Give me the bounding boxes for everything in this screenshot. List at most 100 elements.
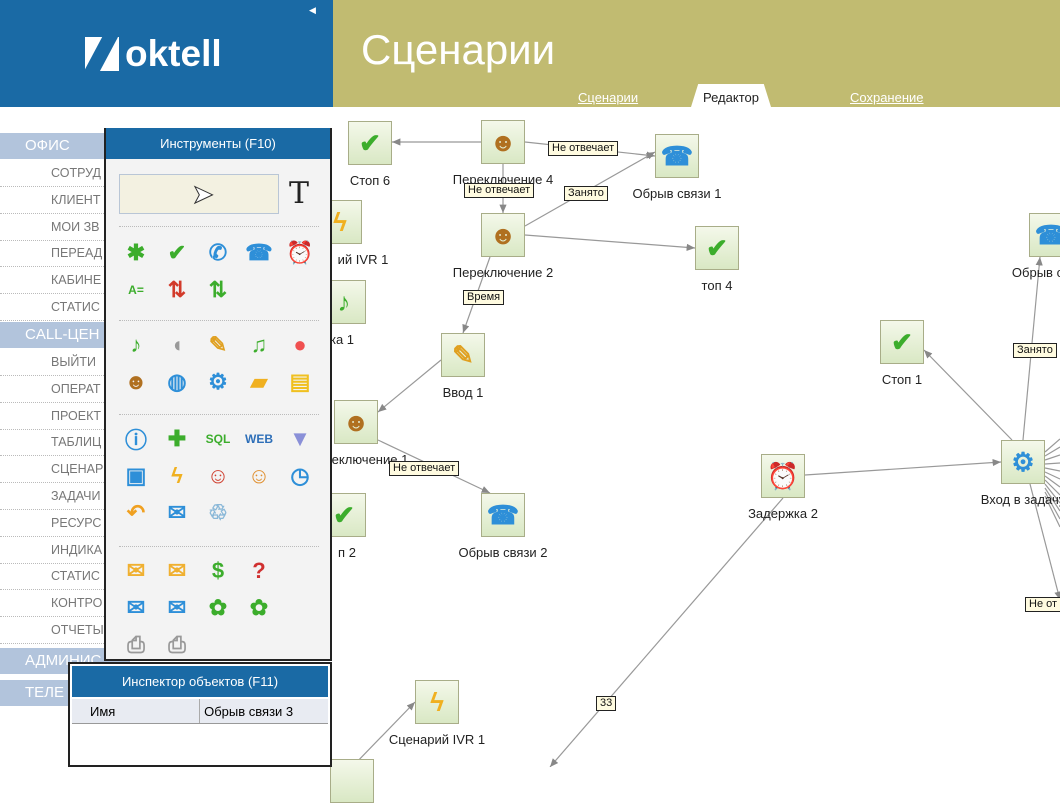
graph-node-stop1[interactable]: ✔: [880, 320, 924, 364]
sidebar-item[interactable]: СЦЕНАР: [0, 456, 110, 484]
sidebar-item[interactable]: СОТРУД: [0, 160, 110, 187]
folder-gear-icon[interactable]: ▰: [250, 369, 268, 394]
graph-edge[interactable]: [1044, 487, 1060, 512]
gear-icon[interactable]: ⚙: [208, 369, 228, 394]
graph-node-hang1[interactable]: ☎: [655, 134, 699, 178]
tools-panel-title[interactable]: Инструменты (F10): [106, 128, 330, 159]
graph-edge[interactable]: [549, 497, 784, 767]
record-icon[interactable]: ●: [293, 332, 307, 357]
mail-send-icon[interactable]: ✉: [167, 558, 187, 583]
tab-save[interactable]: Сохранение: [850, 90, 924, 105]
music-pencil-icon[interactable]: ♫: [250, 332, 268, 357]
sidebar-item[interactable]: МОИ ЗВ: [0, 214, 110, 241]
mail-edit-icon[interactable]: ✉: [126, 558, 146, 583]
graph-edge[interactable]: [524, 234, 696, 251]
sidebar-item[interactable]: РЕСУРС: [0, 510, 110, 537]
info-icon[interactable]: ⓘ: [124, 428, 147, 453]
pointer-tool[interactable]: ➤: [119, 174, 279, 214]
graph-edge[interactable]: [377, 359, 442, 413]
graph-node-stop6[interactable]: ✔: [348, 121, 392, 165]
mail-dollar-icon[interactable]: $: [211, 558, 225, 583]
graph-node-hang2[interactable]: ☎: [481, 493, 525, 537]
start-icon[interactable]: ✱: [126, 240, 146, 265]
inspector-title[interactable]: Инспектор объектов (F11): [72, 666, 328, 697]
web-icon[interactable]: WEB: [245, 432, 273, 446]
triangle-left-icon[interactable]: ◀: [309, 5, 316, 15]
sidebar-item[interactable]: КЛИЕНТ: [0, 187, 110, 214]
speaker-icon[interactable]: ◖: [170, 332, 184, 357]
mail-blue-edit-icon[interactable]: ✉: [126, 595, 146, 620]
trash-icon[interactable]: ♲: [208, 500, 228, 525]
mail-blue-send-icon[interactable]: ✉: [167, 595, 187, 620]
sidebar-item[interactable]: КОНТРО: [0, 590, 110, 618]
mail-question-icon[interactable]: ?: [252, 558, 266, 583]
graph-node-task[interactable]: ⚙: [1001, 440, 1045, 484]
sidebar-item[interactable]: СТАТИС: [0, 294, 110, 321]
graph-edge[interactable]: [1044, 462, 1060, 465]
sidebar-item[interactable]: СТАТИС: [0, 563, 110, 591]
sidebar-item[interactable]: ОТЧЕТЫ: [0, 617, 110, 644]
graph-node-hang_r[interactable]: ☎: [1029, 213, 1060, 257]
undo-icon[interactable]: ↶: [126, 500, 146, 525]
icq-edit-icon[interactable]: ✿: [208, 595, 228, 620]
graph-edge[interactable]: [1044, 479, 1060, 496]
tab-editor[interactable]: Редактор: [691, 84, 771, 107]
graph-node-stop4[interactable]: ✔: [695, 226, 739, 270]
switch-arrows-green-icon[interactable]: ⇅: [208, 277, 228, 302]
sidebar-item[interactable]: ПРОЕКТ: [0, 403, 110, 430]
graph-edge[interactable]: [1044, 491, 1060, 520]
tab-scenarios[interactable]: Сценарии: [578, 90, 639, 105]
sidebar-item[interactable]: КАБИНЕ: [0, 267, 110, 295]
sidebar-item[interactable]: ПЕРЕАД: [0, 240, 110, 268]
add-icon[interactable]: ✚: [167, 426, 187, 451]
graph-node-delay2[interactable]: ⏰: [761, 454, 805, 498]
graph-edge[interactable]: [1044, 446, 1060, 457]
switch-arrows-red-icon[interactable]: ⇅: [167, 277, 187, 302]
mail-record-icon[interactable]: ✉: [167, 500, 187, 525]
phone-clock-icon[interactable]: ◷: [290, 463, 310, 488]
graph-edge[interactable]: [1044, 454, 1060, 461]
graph-node-sw1[interactable]: ☻: [334, 400, 378, 444]
user-search-icon[interactable]: ☺: [206, 463, 230, 488]
fax-edit-icon[interactable]: ⎙: [127, 632, 145, 657]
graph-node-ivr1[interactable]: ϟ: [415, 680, 459, 724]
filter-icon[interactable]: ▼: [289, 426, 311, 451]
graph-edge[interactable]: [1044, 475, 1060, 488]
text-tool[interactable]: T: [289, 176, 310, 211]
graph-node-sw2[interactable]: ☻: [481, 213, 525, 257]
sidebar-item[interactable]: ВЫЙТИ: [0, 349, 110, 376]
graph-node-partial[interactable]: [330, 759, 374, 803]
fax-send-icon[interactable]: ⎙: [168, 632, 186, 657]
sidebar-item[interactable]: ИНДИКА: [0, 537, 110, 564]
sidebar-item[interactable]: ОПЕРАТ: [0, 376, 110, 403]
scroll-icon[interactable]: ▤: [289, 369, 311, 394]
property-value[interactable]: Обрыв связи 3: [204, 704, 294, 719]
graph-edge[interactable]: [1044, 438, 1060, 453]
check-icon[interactable]: ✔: [167, 240, 187, 265]
users-icon[interactable]: ☺: [247, 463, 271, 488]
graph-node-sw4[interactable]: ☻: [481, 120, 525, 164]
assign-icon[interactable]: A=: [128, 283, 144, 297]
graph-edge[interactable]: [351, 701, 416, 767]
sidebar-item[interactable]: ТАБЛИЦ: [0, 429, 110, 457]
graph-edge[interactable]: [1029, 483, 1060, 601]
sql-icon[interactable]: SQL: [205, 432, 231, 446]
operator-icon[interactable]: ☻: [124, 369, 148, 394]
phone-icon[interactable]: ✆: [208, 240, 228, 265]
graph-edge[interactable]: [804, 458, 1002, 476]
lightning-icon[interactable]: ϟ: [171, 463, 183, 488]
graph-edge[interactable]: [1044, 471, 1060, 480]
music-icon[interactable]: ♪: [130, 332, 142, 357]
alarm-icon[interactable]: ⏰: [286, 240, 314, 265]
icq-send-icon[interactable]: ✿: [249, 595, 269, 620]
graph-edge[interactable]: [1044, 483, 1060, 504]
hangup-icon[interactable]: ☎: [245, 240, 273, 265]
pencil-icon[interactable]: ✎: [208, 332, 228, 357]
graph-node-input1[interactable]: ✎: [441, 333, 485, 377]
sidebar-item[interactable]: ЗАДАЧИ: [0, 483, 110, 510]
graph-edge[interactable]: [1044, 495, 1060, 528]
graph-edge[interactable]: [923, 349, 1013, 441]
globe-icon[interactable]: ◍: [167, 369, 187, 394]
graph-edge[interactable]: [1044, 467, 1060, 472]
